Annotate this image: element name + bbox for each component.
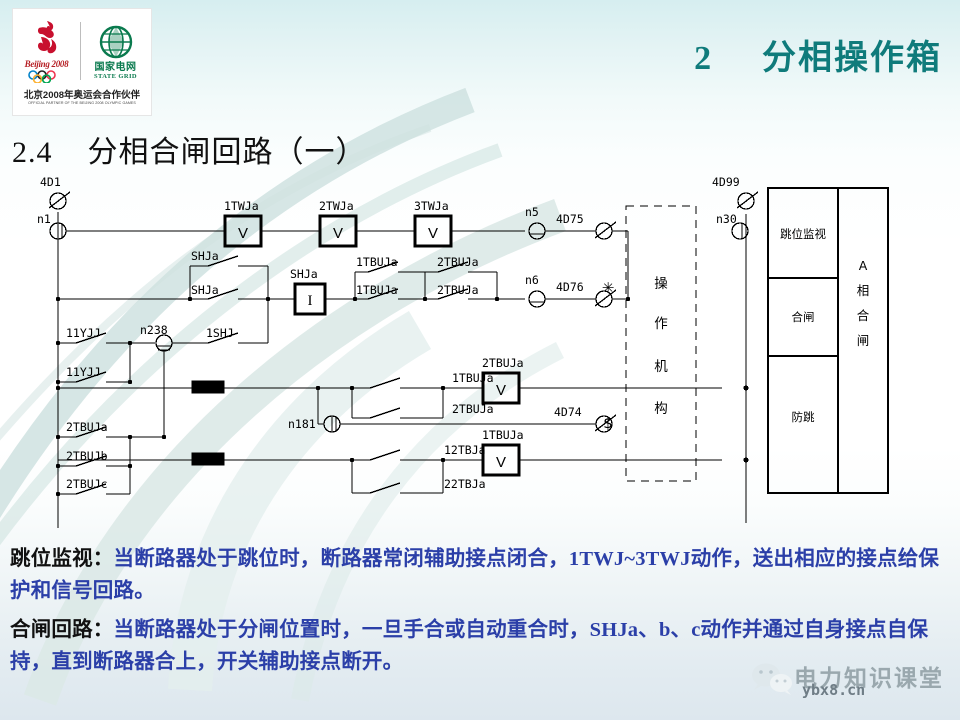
terminal-n238 [155,334,173,352]
label-n6: n6 [525,273,539,287]
watermark-site: ybx8.cn [802,681,866,699]
label-relay-1TBUJa: 1TBUJa [482,428,524,442]
function-cell-1: 跳位监视 [780,227,826,241]
function-cell-3: 防跳 [792,410,815,424]
circuit-diagram: 4D1 n1 n5 4D75 n6 4D76 n238 n181 4D74 4D… [37,175,889,528]
label-4D1: 4D1 [40,175,61,189]
function-side-char-1: A [859,258,868,273]
state-grid-globe-icon [99,25,132,58]
label-contact-2TBUJa-u: 2TBUJa [437,255,479,269]
relay-symbol-3TWJa: V [428,225,438,242]
label-4D75: 4D75 [556,212,584,226]
section-number: 2.4 [12,136,53,169]
terminal-4D74 [594,414,617,433]
label-contact-12TBJa: 12TBJa [444,443,486,457]
beijing-emblem-icon [37,21,56,54]
section-title-text: 分相合闸回路（一） [87,136,367,169]
watermark: 电力知识课堂 ybx8.cn [742,660,952,706]
label-relay-SHJa: SHJa [290,267,318,281]
label-contact-1SHJ: 1SHJ [206,326,234,340]
logo-caption-en: OFFICIAL PARTNER OF THE BEIJING 2008 OLY… [28,101,136,105]
sponsor-logo: Beijing 2008 国家电网 STATE GRI [12,8,152,116]
olympic-rings-icon [27,70,56,83]
terminal-n6 [528,290,546,308]
label-4D74: 4D74 [554,405,582,419]
logo-caption-cn: 北京2008年奥运会合作伙伴 [23,90,141,101]
relay-symbol-SHJa: I [308,293,313,309]
notes-section: 跳位监视：当断路器处于跳位时，断路器常闭辅助接点闭合，1TWJ~3TWJ动作，送… [10,543,954,678]
label-contact-11YJJ-1: 11YJJ [66,326,101,340]
label-n30: n30 [716,212,737,226]
label-contact-2TBUJc: 2TBUJc [66,477,108,491]
wechat-icon [752,663,792,695]
mechanism-char-1: 操 [654,276,668,292]
label-relay-2TBUJa: 2TBUJa [482,356,524,370]
function-box [767,187,889,494]
mechanism-char-3: 机 [654,359,668,375]
label-4D99: 4D99 [712,175,740,189]
page-title: 2 分相操作箱 [694,30,942,79]
terminal-4D99 [736,191,759,210]
state-grid-en-text: STATE GRID [94,72,137,80]
terminal-4D1 [48,191,71,210]
note-close-circuit: 合闸回路：当断路器处于分闸位置时，一旦手合或自动重合时，SHJa、b、c动作并通… [10,614,954,678]
beijing-2008-text: Beijing 2008 [24,59,69,69]
label-4D76: 4D76 [556,280,584,294]
label-contact-SHJa-2: SHJa [191,283,219,297]
label-contact-1TBUJa-l: 1TBUJa [356,283,398,297]
note-2-lead: 合闸回路： [10,619,114,641]
note-1-body: 当断路器处于跳位时，断路器常闭辅助接点闭合，1TWJ~3TWJ动作，送出相应的接… [10,548,940,602]
coil-symbol-upper: ✳ [602,279,615,297]
terminal-n1 [49,222,67,240]
label-n1: n1 [37,212,51,226]
mechanism-dashed-box [625,205,697,482]
resistor-lower [191,452,225,466]
label-contact-2TBUJa-l: 2TBUJa [437,283,479,297]
page-title-text: 分相操作箱 [762,39,942,77]
section-title: 2.4 分相合闸回路（一） [12,127,367,171]
note-2-body: 当断路器处于分闸位置时，一旦手合或自动重合时，SHJa、b、c动作并通过自身接点… [10,619,929,673]
label-contact-11YJJ-2: 11YJJ [66,365,101,379]
watermark-name: 电力知识课堂 [794,665,944,691]
note-1-lead: 跳位监视： [10,548,114,570]
label-relay-2TWJa: 2TWJa [319,199,354,213]
relay-symbol-1TBUJa: V [496,454,506,471]
label-relay-3TWJa: 3TWJa [414,199,449,213]
label-contact-22TBJa: 22TBJa [444,477,486,491]
label-contact-1TBUJa-r: 1TBUJa [452,371,494,385]
relay-symbol-2TWJa: V [333,225,343,242]
label-contact-SHJa-1: SHJa [191,249,219,263]
label-contact-2TBUJa: 2TBUJa [66,420,108,434]
mechanism-char-2: 作 [654,316,668,332]
label-contact-2TBUJb: 2TBUJb [66,449,108,463]
beijing-2008-logo: Beijing 2008 [17,19,77,83]
state-grid-logo: 国家电网 STATE GRID [84,22,148,81]
label-n238: n238 [140,323,168,337]
state-grid-cn-text: 国家电网 [94,61,137,73]
logo-divider [79,22,81,80]
relay-symbol-1TWJa: V [238,225,248,242]
coil-symbol-lower: $ [603,414,613,432]
label-relay-1TWJa: 1TWJa [224,199,259,213]
note-trip-monitor: 跳位监视：当断路器处于跳位时，断路器常闭辅助接点闭合，1TWJ~3TWJ动作，送… [10,543,954,607]
function-cell-2: 合闸 [792,310,815,324]
label-contact-2TBUJa-r: 2TBUJa [452,402,494,416]
function-side-char-3: 合 [857,308,870,323]
label-n5: n5 [525,205,539,219]
page-title-number: 2 [694,40,714,77]
label-contact-1TBUJa-u: 1TBUJa [356,255,398,269]
logo-row: Beijing 2008 国家电网 STATE GRI [13,13,151,89]
mechanism-char-4: 构 [654,401,668,417]
relay-symbol-2TBUJa: V [496,382,506,399]
terminal-n5 [528,222,546,240]
terminal-n30 [731,222,749,240]
function-side-char-4: 闸 [857,333,870,348]
terminal-n181 [323,415,341,433]
resistor-upper [191,380,225,394]
label-n181: n181 [288,417,316,431]
function-side-char-2: 相 [857,283,870,298]
